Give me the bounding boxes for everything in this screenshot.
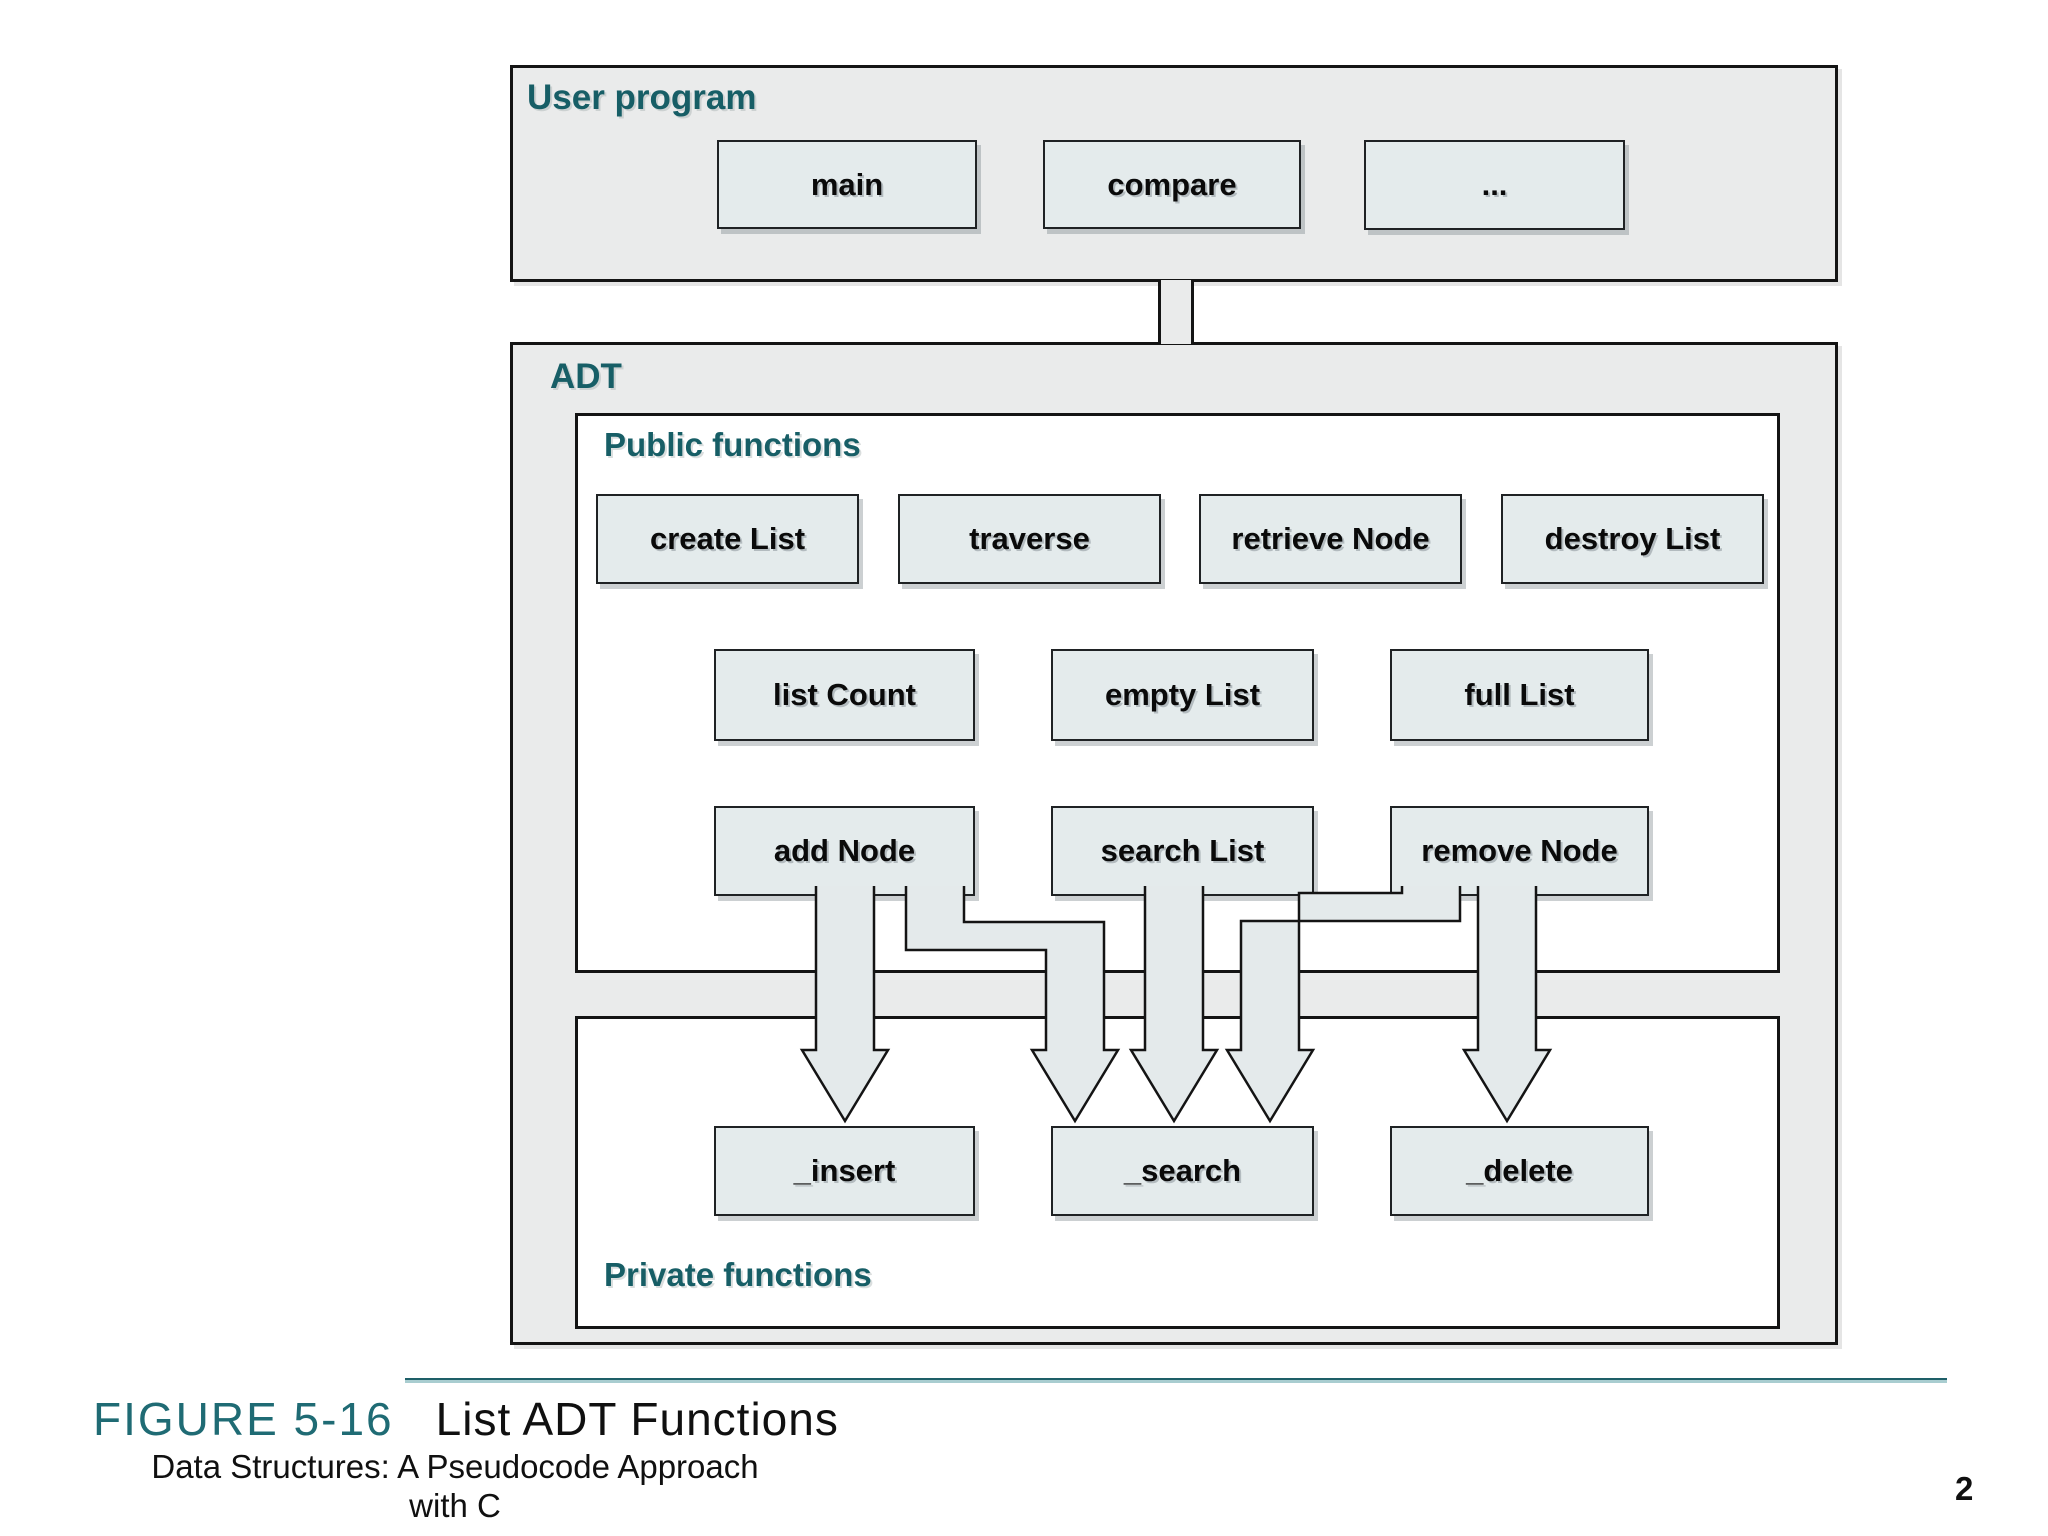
list-count-label: list Count — [773, 677, 916, 712]
add-node-box: add Node — [714, 806, 975, 896]
list-count-box: list Count — [714, 649, 975, 741]
search-list-label: search List — [1100, 833, 1265, 868]
retrieve-node-label: retrieve Node — [1231, 521, 1430, 556]
figure-caption: FIGURE 5-16 List ADT Functions — [93, 1392, 839, 1446]
full-list-label: full List — [1464, 677, 1575, 712]
compare-box: compare — [1043, 140, 1301, 229]
insert-box: _insert — [714, 1126, 975, 1216]
ellipsis-box: ... — [1364, 140, 1625, 230]
main-box: main — [717, 140, 977, 229]
retrieve-node-box: retrieve Node — [1199, 494, 1462, 584]
adt-box: ADT Public functions create List travers… — [510, 342, 1838, 1345]
footer-line1: Data Structures: A Pseudocode Approach — [151, 1448, 759, 1485]
page-number: 2 — [1955, 1470, 1974, 1507]
search-private-label: _search — [1123, 1153, 1242, 1188]
adt-title: ADT — [550, 357, 622, 396]
empty-list-label: empty List — [1104, 677, 1261, 712]
search-private-box: _search — [1051, 1126, 1314, 1216]
footer-line2: with C — [409, 1486, 501, 1524]
add-node-label: add Node — [773, 833, 916, 868]
user-program-to-adt-connector — [1158, 280, 1194, 344]
full-list-box: full List — [1390, 649, 1649, 741]
destroy-list-box: destroy List — [1501, 494, 1764, 584]
delete-box: _delete — [1390, 1126, 1649, 1216]
delete-label: _delete — [1466, 1153, 1573, 1188]
figure-number: FIGURE 5-16 — [93, 1393, 394, 1445]
empty-list-box: empty List — [1051, 649, 1314, 741]
user-program-title: User program — [527, 78, 757, 117]
search-list-box: search List — [1051, 806, 1314, 896]
compare-box-label: compare — [1107, 166, 1237, 202]
footer-credit: Data Structures: A Pseudocode Approach w… — [60, 1448, 850, 1526]
traverse-label: traverse — [969, 521, 1090, 556]
insert-label: _insert — [793, 1153, 896, 1188]
create-list-label: create List — [649, 521, 806, 556]
ellipsis-box-label: ... — [1481, 167, 1508, 202]
create-list-box: create List — [596, 494, 859, 584]
figure-title: List ADT Functions — [435, 1393, 839, 1445]
user-program-box: User program main compare ... — [510, 65, 1838, 282]
main-box-label: main — [810, 166, 884, 202]
public-functions-box: Public functions create List traverse re… — [575, 413, 1780, 973]
private-functions-title: Private functions — [604, 1256, 872, 1293]
private-functions-box: _insert _search _delete Private function… — [575, 1016, 1780, 1329]
remove-node-box: remove Node — [1390, 806, 1649, 896]
destroy-list-label: destroy List — [1544, 521, 1721, 556]
traverse-box: traverse — [898, 494, 1161, 584]
remove-node-label: remove Node — [1421, 833, 1618, 868]
public-functions-title: Public functions — [604, 426, 861, 463]
divider-rule — [405, 1378, 1947, 1383]
